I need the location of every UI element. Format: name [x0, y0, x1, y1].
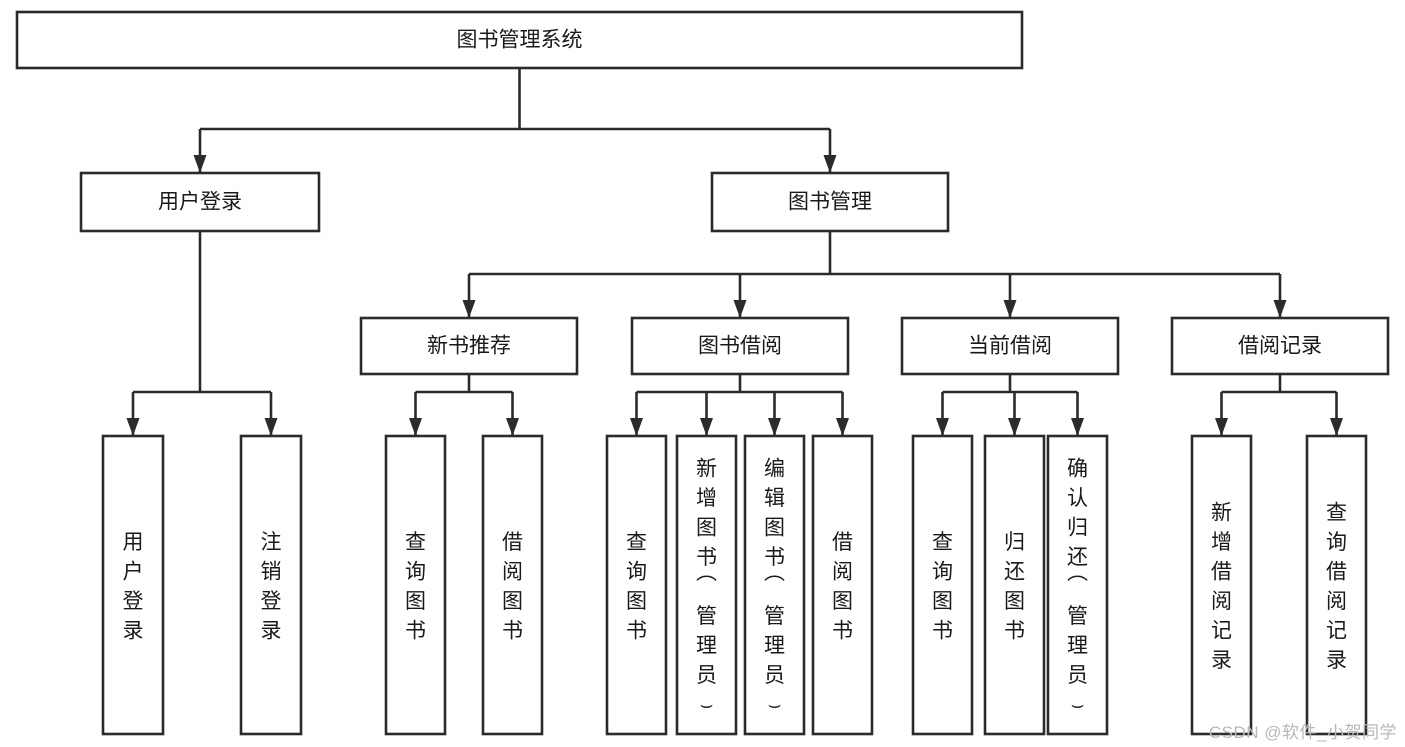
node-label: 新书推荐: [427, 335, 511, 358]
node-label: 查询图书: [932, 531, 953, 643]
node-l10[interactable]: 归还图书: [983, 434, 1046, 736]
node-box[interactable]: [1170, 316, 1390, 376]
arrow-head-icon: [1330, 418, 1343, 436]
node-box[interactable]: [79, 171, 321, 233]
node-box[interactable]: [630, 316, 850, 376]
node-l1[interactable]: 用户登录: [101, 434, 165, 736]
node-label: 用户登录: [158, 191, 242, 214]
node-l3[interactable]: 查询图书: [384, 434, 447, 736]
node-l8[interactable]: 借阅图书: [811, 434, 874, 736]
node-box[interactable]: [239, 434, 303, 736]
arrow-head-icon: [462, 300, 476, 318]
node-label: 注销登录: [261, 531, 282, 643]
node-box[interactable]: [675, 434, 738, 736]
node-label: 归还图书: [1004, 531, 1025, 643]
node-label: 编辑图书⌒管理员⌣: [764, 457, 785, 716]
node-l9[interactable]: 查询图书: [911, 434, 974, 736]
node-label: 查询图书: [405, 531, 426, 643]
node-box[interactable]: [481, 434, 544, 736]
node-box[interactable]: [15, 10, 1024, 70]
node-label: 查询借阅记录: [1326, 502, 1347, 673]
node-box[interactable]: [811, 434, 874, 736]
node-label: 用户登录: [123, 531, 144, 643]
arrow-head-icon: [936, 418, 949, 436]
node-l5[interactable]: 查询图书: [605, 434, 668, 736]
node-label: 新增图书⌒管理员⌣: [696, 457, 717, 716]
arrow-head-icon: [1008, 418, 1021, 436]
arrow-head-icon: [823, 155, 837, 173]
node-box[interactable]: [1190, 434, 1253, 736]
node-label: 借阅记录: [1238, 335, 1322, 358]
node-n_new_rec[interactable]: 新书推荐: [359, 316, 579, 376]
node-box[interactable]: [1046, 434, 1109, 736]
node-l7[interactable]: 编辑图书⌒管理员⌣: [743, 434, 806, 736]
arrow-head-icon: [1003, 300, 1017, 318]
csdn-watermark: CSDN @软件_小贺同学: [1208, 723, 1397, 742]
node-l6[interactable]: 新增图书⌒管理员⌣: [675, 434, 738, 736]
connectors-layer: [126, 68, 1343, 436]
node-l2[interactable]: 注销登录: [239, 434, 303, 736]
arrow-head-icon: [733, 300, 747, 318]
node-box[interactable]: [605, 434, 668, 736]
node-l4[interactable]: 借阅图书: [481, 434, 544, 736]
arrow-head-icon: [1215, 418, 1228, 436]
node-n_user_login[interactable]: 用户登录: [79, 171, 321, 233]
arrow-head-icon: [1071, 418, 1084, 436]
node-label: 新增借阅记录: [1211, 502, 1232, 673]
node-n_current[interactable]: 当前借阅: [900, 316, 1120, 376]
node-box[interactable]: [1305, 434, 1368, 736]
arrow-head-icon: [409, 418, 422, 436]
node-box[interactable]: [911, 434, 974, 736]
node-label: 图书管理系统: [457, 29, 583, 52]
node-n_record[interactable]: 借阅记录: [1170, 316, 1390, 376]
arrow-head-icon: [768, 418, 781, 436]
node-label: 查询图书: [626, 531, 647, 643]
node-label: 借阅图书: [502, 531, 523, 643]
node-l12[interactable]: 新增借阅记录: [1190, 434, 1253, 736]
arrow-head-icon: [836, 418, 849, 436]
node-label: 借阅图书: [832, 531, 853, 643]
arrow-head-icon: [126, 418, 140, 436]
node-n_borrow[interactable]: 图书借阅: [630, 316, 850, 376]
node-box[interactable]: [900, 316, 1120, 376]
node-label: 图书借阅: [698, 335, 782, 358]
node-box[interactable]: [359, 316, 579, 376]
node-box[interactable]: [983, 434, 1046, 736]
node-label: 图书管理: [788, 191, 872, 214]
node-box[interactable]: [384, 434, 447, 736]
nodes-layer: 图书管理系统用户登录图书管理新书推荐图书借阅当前借阅借阅记录用户登录注销登录查询…: [15, 10, 1390, 736]
arrow-head-icon: [506, 418, 519, 436]
node-box[interactable]: [743, 434, 806, 736]
arrow-head-icon: [193, 155, 207, 173]
node-n_book_mgmt[interactable]: 图书管理: [710, 171, 950, 233]
node-box[interactable]: [101, 434, 165, 736]
node-root[interactable]: 图书管理系统: [15, 10, 1024, 70]
node-label: 确认归还⌒管理员⌣: [1067, 457, 1088, 716]
node-l11[interactable]: 确认归还⌒管理员⌣: [1046, 434, 1109, 736]
arrow-head-icon: [1273, 300, 1287, 318]
arrow-head-icon: [264, 418, 278, 436]
arrow-head-icon: [700, 418, 713, 436]
node-l13[interactable]: 查询借阅记录: [1305, 434, 1368, 736]
node-label: 当前借阅: [968, 335, 1052, 358]
arrow-head-icon: [630, 418, 643, 436]
node-box[interactable]: [710, 171, 950, 233]
